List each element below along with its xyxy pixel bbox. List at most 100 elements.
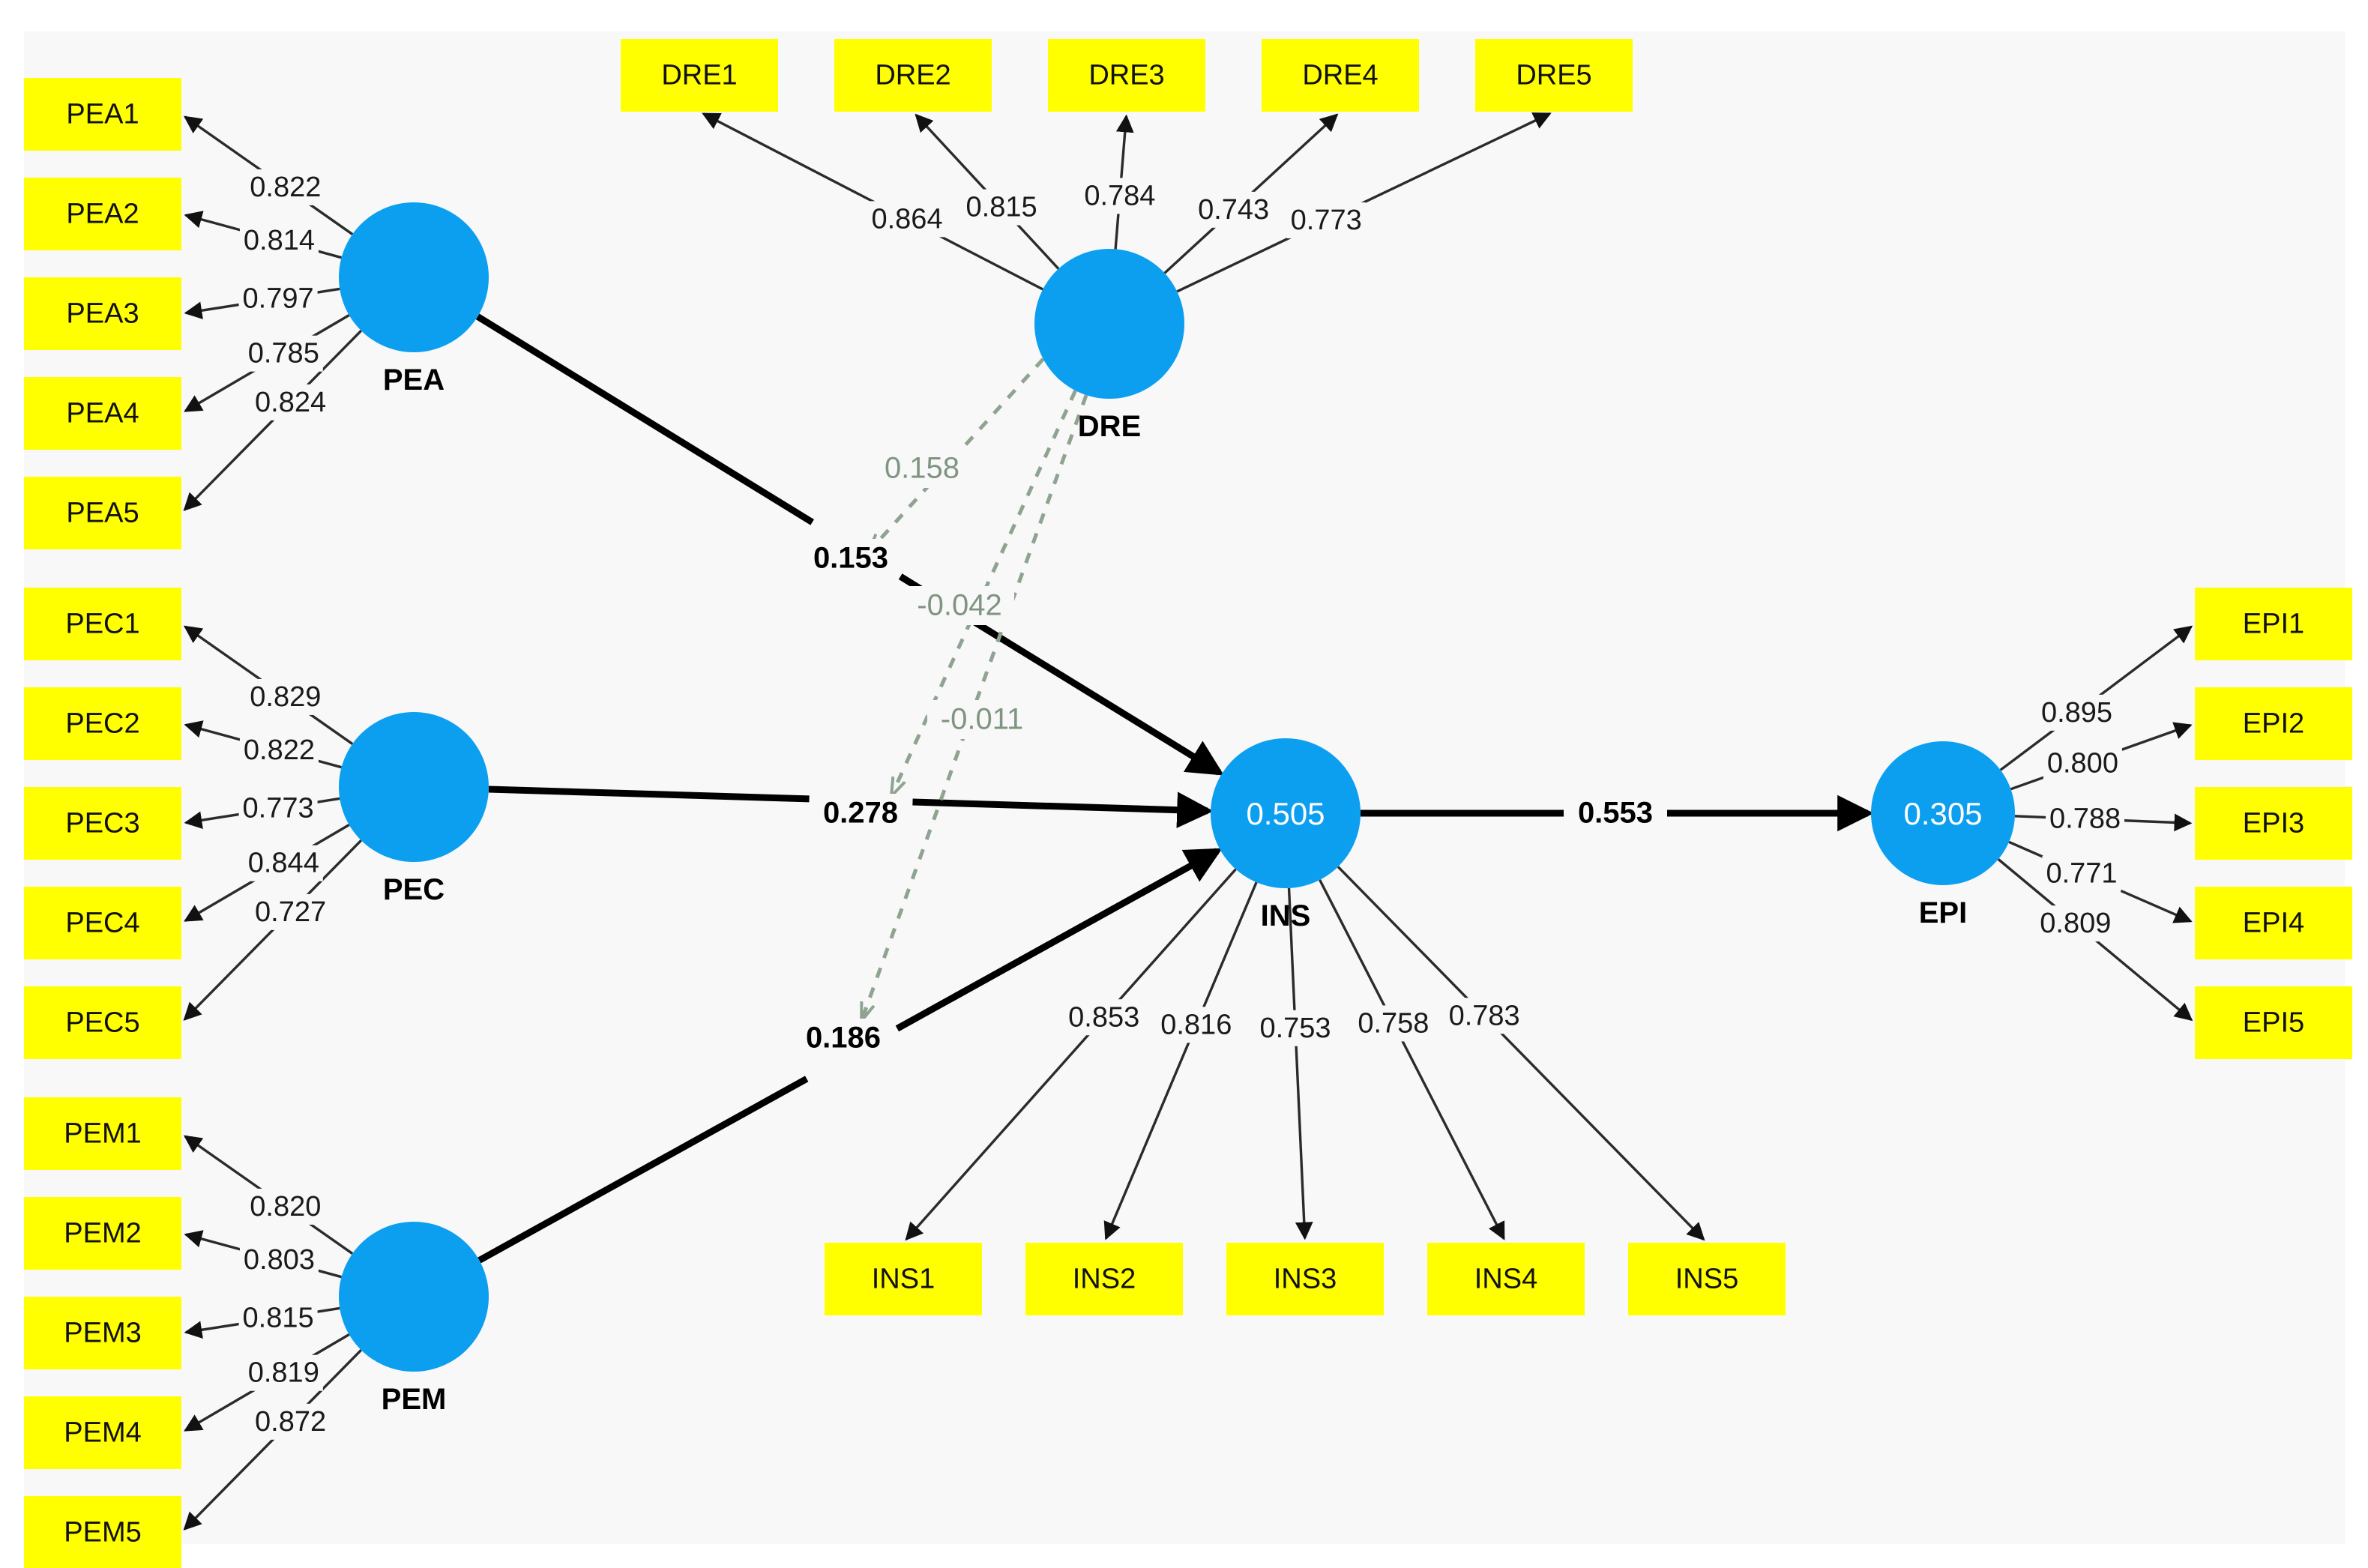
loading-arrow xyxy=(1319,879,1505,1240)
label-backdrop xyxy=(238,280,318,317)
loading-value: 0.809 xyxy=(2040,908,2111,939)
label-backdrop xyxy=(251,1403,331,1440)
latent-circle[interactable] xyxy=(1034,249,1184,399)
latent-name-label: DRE xyxy=(1078,410,1141,443)
label-backdrop xyxy=(804,539,898,578)
indicator-label: EPI1 xyxy=(2243,609,2304,640)
indicator-node: INS2 xyxy=(1025,1243,1183,1315)
label-backdrop xyxy=(244,1354,323,1391)
indicator-label: DRE1 xyxy=(661,60,737,91)
latent-circle[interactable] xyxy=(339,202,489,352)
latent-circle[interactable] xyxy=(1871,741,2015,885)
indicator-label: DRE4 xyxy=(1302,60,1378,91)
indicator-label: EPI3 xyxy=(2243,808,2304,839)
indicator-label: PEC2 xyxy=(65,708,139,740)
indicator-label: INS4 xyxy=(1474,1264,1537,1295)
label-backdrop xyxy=(246,1188,325,1225)
indicator-node: INS3 xyxy=(1226,1243,1384,1315)
label-backdrop xyxy=(238,1300,318,1336)
indicator-label: PEC5 xyxy=(65,1007,139,1039)
indicator-node: PEA1 xyxy=(24,78,181,151)
latent-node-pem[interactable]: PEM xyxy=(339,1222,489,1416)
loading-value: 0.822 xyxy=(244,735,315,766)
loading-value: 0.872 xyxy=(255,1406,326,1438)
indicator-label: INS3 xyxy=(1274,1264,1337,1295)
latent-node-dre[interactable]: DRE xyxy=(1034,249,1184,443)
latent-node-pec[interactable]: PEC xyxy=(339,712,489,906)
loading-value: 0.822 xyxy=(250,172,321,203)
label-backdrop xyxy=(2043,745,2122,782)
indicator-box xyxy=(2195,986,2352,1059)
structural-coefficient: 0.278 xyxy=(813,794,908,833)
label-backdrop xyxy=(1444,998,1524,1034)
loading-coefficient: 0.814 xyxy=(239,223,319,259)
indicator-node: PEC1 xyxy=(24,588,181,660)
latent-circle[interactable] xyxy=(1211,738,1361,888)
indicator-node: EPI4 xyxy=(2195,887,2352,959)
loading-coefficient: 0.824 xyxy=(251,384,331,420)
indicator-box xyxy=(2195,887,2352,959)
loading-value: 0.815 xyxy=(966,192,1037,223)
loading-coefficient: 0.773 xyxy=(238,790,318,827)
loading-coefficient: 0.809 xyxy=(2036,905,2115,942)
indicator-box xyxy=(24,1496,181,1568)
indicator-box xyxy=(24,887,181,959)
latent-circle[interactable] xyxy=(339,1222,489,1372)
indicator-label: INS5 xyxy=(1675,1264,1738,1295)
structural-path-segment xyxy=(477,1076,809,1264)
loading-value: 0.743 xyxy=(1198,194,1269,226)
loading-value: 0.788 xyxy=(2049,803,2121,835)
latent-name-label: INS xyxy=(1261,899,1311,932)
latent-name-label: PEA xyxy=(383,364,445,396)
label-backdrop xyxy=(1286,202,1366,238)
structural-paths-layer xyxy=(475,313,1874,1264)
indicator-label: PEC3 xyxy=(65,808,139,839)
loading-coefficient: 0.783 xyxy=(1444,998,1524,1034)
label-backdrop xyxy=(2036,905,2115,942)
indicator-label: PEA4 xyxy=(66,398,139,429)
loading-arrow xyxy=(1337,866,1705,1241)
latent-circle[interactable] xyxy=(339,712,489,862)
loading-value: 0.785 xyxy=(248,338,319,370)
structural-coefficient: 0.186 xyxy=(796,1019,891,1058)
indicator-box xyxy=(1048,39,1205,112)
label-backdrop xyxy=(1568,794,1663,833)
moderation-coefficient: -0.042 xyxy=(905,586,1014,625)
indicator-box xyxy=(24,986,181,1059)
indicator-box xyxy=(1025,1243,1183,1315)
loading-coefficient: 0.872 xyxy=(251,1403,331,1440)
loading-coefficient: 0.800 xyxy=(2043,745,2122,782)
label-backdrop xyxy=(2037,694,2117,731)
loading-coefficient: 0.864 xyxy=(867,201,947,238)
structural-coefficient-value: 0.553 xyxy=(1578,797,1653,830)
moderation-coefficient-value: 0.158 xyxy=(885,452,959,485)
latent-r2-value: 0.505 xyxy=(1246,796,1325,831)
indicator-label: PEM5 xyxy=(64,1517,141,1549)
loading-value: 0.773 xyxy=(1291,205,1362,236)
loading-value: 0.864 xyxy=(871,203,942,235)
label-backdrop xyxy=(244,845,323,881)
indicator-box xyxy=(1427,1243,1585,1315)
loading-value: 0.753 xyxy=(1259,1013,1331,1044)
label-backdrop xyxy=(244,335,323,372)
indicator-node: INS1 xyxy=(825,1243,982,1315)
loading-coefficient: 0.803 xyxy=(239,1242,319,1279)
indicator-label: EPI4 xyxy=(2243,908,2304,939)
structural-coefficient-value: 0.153 xyxy=(813,542,888,575)
loading-coefficient: 0.753 xyxy=(1256,1010,1335,1046)
indicator-node: EPI2 xyxy=(2195,687,2352,760)
indicator-label: INS2 xyxy=(1073,1264,1136,1295)
loading-coefficient: 0.853 xyxy=(1064,999,1144,1036)
latent-node-pea[interactable]: PEA xyxy=(339,202,489,396)
moderation-coefficient: -0.011 xyxy=(927,700,1037,739)
label-backdrop xyxy=(927,700,1037,739)
loading-coefficient: 0.815 xyxy=(962,189,1041,226)
loading-arrow xyxy=(905,868,1237,1241)
loading-arrow xyxy=(1103,881,1258,1240)
indicator-node: INS5 xyxy=(1628,1243,1786,1315)
label-backdrop xyxy=(2046,800,2125,837)
